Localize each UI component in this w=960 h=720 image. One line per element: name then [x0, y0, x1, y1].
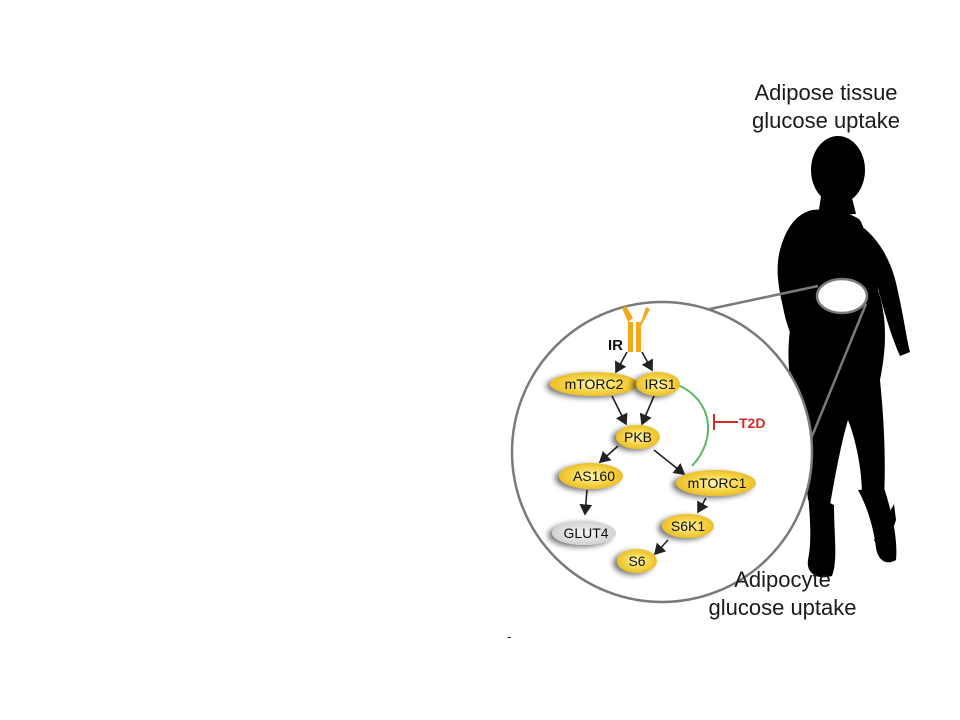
node-irs1-label: IRS1 — [644, 376, 675, 392]
node-glut4: GLUT4 — [552, 521, 616, 545]
node-mtorc2: mTORC2 — [550, 372, 638, 396]
node-mtorc1-label: mTORC1 — [688, 475, 747, 491]
adipocyte-circle — [510, 300, 814, 604]
adipose-title-line2: glucose uptake — [752, 108, 900, 133]
node-pkb-label: PKB — [624, 429, 652, 445]
inhibitor-symbol — [713, 414, 738, 430]
node-ir-label: IR — [608, 337, 623, 354]
node-s6-label: S6 — [628, 553, 645, 569]
receptor-icon — [622, 306, 650, 352]
node-s6: S6 — [617, 549, 657, 573]
node-glut4-label: GLUT4 — [563, 525, 608, 541]
dash-mark: - — [507, 628, 512, 644]
node-s6k1: S6K1 — [662, 514, 714, 538]
adipose-title-line1: Adipose tissue — [754, 80, 898, 105]
inhibitor-label: T2D — [739, 415, 765, 431]
node-mtorc2-label: mTORC2 — [565, 376, 624, 392]
fat-depot-highlight — [815, 277, 869, 315]
node-s6k1-label: S6K1 — [671, 518, 705, 534]
adipocyte-title-line1: Adipocyte — [734, 567, 831, 592]
node-pkb: PKB — [616, 425, 660, 449]
adipose-tissue-title: Adipose tissue glucose uptake — [716, 79, 936, 135]
feedback-arc — [677, 384, 709, 467]
node-irs1: IRS1 — [636, 372, 680, 396]
node-as160: AS160 — [559, 463, 623, 489]
node-mtorc1: mTORC1 — [676, 470, 756, 496]
adipocyte-title-line2: glucose uptake — [708, 595, 857, 620]
pathway-arrows — [579, 351, 709, 556]
node-as160-label: AS160 — [573, 468, 615, 484]
adipocyte-title: Adipocyte glucose uptake — [690, 566, 875, 622]
